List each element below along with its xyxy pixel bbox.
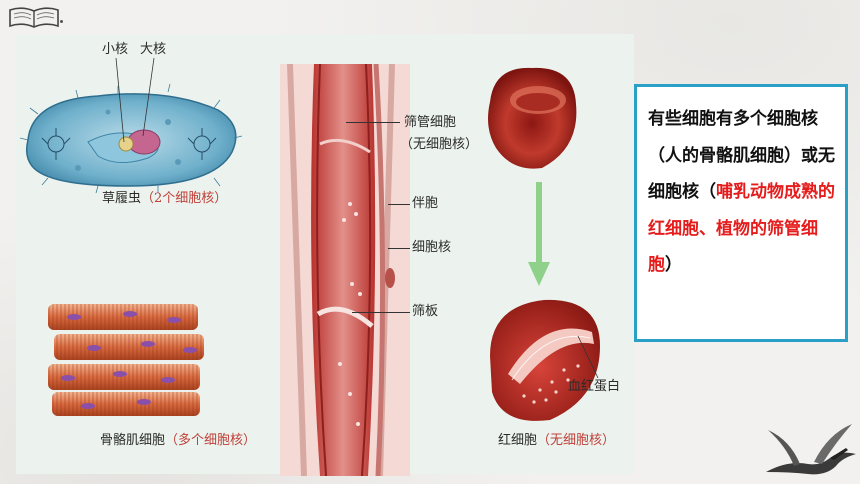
red-blood-cell-caption: 红细胞（无细胞核）	[498, 434, 615, 447]
red-blood-cell-cross-section-illustration	[490, 299, 600, 421]
companion-cell-leader	[388, 204, 410, 205]
macronucleus-label: 大核	[140, 42, 167, 57]
open-book-icon	[9, 7, 59, 28]
explanation-highlight: 哺乳动物成熟的红细胞、植物的筛管细胞	[648, 182, 835, 275]
paramecium-illustration	[19, 83, 243, 194]
companion-cell-label: 伴胞	[412, 196, 439, 211]
skeletal-muscle-label: 骨骼肌细胞	[100, 433, 166, 448]
red-blood-cell-label: 红细胞	[498, 433, 538, 448]
skeletal-muscle-illustration	[48, 304, 204, 416]
down-arrow-icon	[528, 182, 550, 286]
paramecium-nucleus-note: （2个细胞核）	[141, 191, 228, 206]
red-blood-cell-top-illustration	[488, 67, 577, 169]
nucleus-leader	[388, 248, 410, 249]
explanation-text-end: ）	[665, 255, 682, 275]
decorative-dot	[60, 20, 63, 23]
hemoglobin-leader	[577, 335, 599, 379]
paramecium-leader-lines	[115, 57, 155, 143]
sieve-cell-nucleus-note: （无细胞核）	[400, 137, 479, 152]
hemoglobin-label: 血红蛋白	[568, 379, 621, 394]
sieve-cell-label: 筛管细胞	[404, 115, 457, 130]
sieve-plate-label: 筛板	[412, 304, 439, 319]
micronucleus-label: 小核	[102, 42, 129, 57]
explanation-text-box: 有些细胞有多个细胞核（人的骨骼肌细胞）或无细胞核（哺乳动物成熟的红细胞、植物的筛…	[634, 84, 848, 342]
sieve-tube-illustration	[280, 64, 410, 476]
paramecium-label: 草履虫	[102, 191, 142, 206]
nucleus-label: 细胞核	[412, 240, 452, 255]
sieve-plate-leader	[352, 312, 410, 313]
crane-decoration-icon	[766, 424, 856, 475]
paramecium-caption: 草履虫（2个细胞核）	[102, 192, 227, 205]
sieve-cell-leader	[346, 122, 400, 123]
red-blood-cell-nucleus-note: （无细胞核）	[537, 433, 616, 448]
explanation-text: 有些细胞有多个细胞核（人的骨骼肌细胞）或无细胞核（	[648, 109, 835, 202]
skeletal-muscle-nucleus-note: （多个细胞核）	[165, 433, 257, 448]
skeletal-muscle-caption: 骨骼肌细胞（多个细胞核）	[100, 434, 256, 447]
figure-panel: 小核 大核 草履虫（2个细胞核）	[16, 34, 634, 476]
